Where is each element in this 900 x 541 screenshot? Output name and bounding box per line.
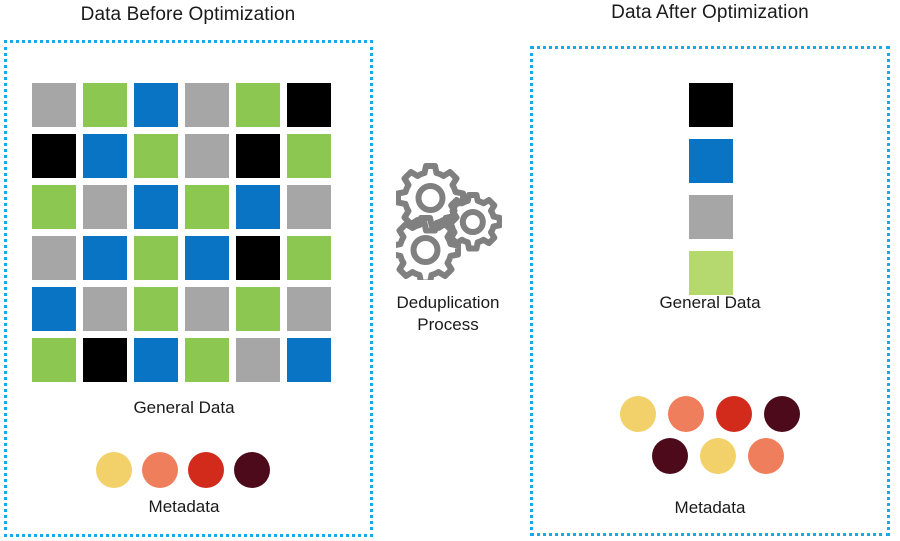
metadata-circle-yellow <box>96 452 132 488</box>
data-block-green <box>32 338 76 382</box>
before-data-grid <box>32 83 331 382</box>
deduplication-process-label: Deduplication Process <box>378 292 518 336</box>
data-block-blue <box>83 236 127 280</box>
data-block-gray <box>236 338 280 382</box>
metadata-circle-maroon <box>234 452 270 488</box>
data-block-blue <box>134 185 178 229</box>
data-block-black <box>236 236 280 280</box>
left-panel-container <box>4 40 373 537</box>
data-block-green <box>185 338 229 382</box>
data-block-gray <box>185 134 229 178</box>
data-block-green <box>83 83 127 127</box>
left-panel-title: Data Before Optimization <box>80 4 296 25</box>
before-general-data-label: General Data <box>133 398 235 417</box>
data-block-black <box>689 83 733 127</box>
metadata-circle-salmon <box>668 396 704 432</box>
data-block-blue <box>287 338 331 382</box>
data-block-green <box>185 185 229 229</box>
data-block-green <box>134 287 178 331</box>
metadata-circle-maroon <box>764 396 800 432</box>
after-metadata-circles <box>620 396 840 488</box>
after-data-stack <box>689 83 733 295</box>
after-general-data-label: General Data <box>659 293 761 312</box>
data-block-gray <box>83 287 127 331</box>
after-metadata-row-1 <box>620 396 800 432</box>
data-block-black <box>83 338 127 382</box>
gears-icon <box>390 160 503 286</box>
data-block-gray <box>185 83 229 127</box>
data-block-blue <box>236 185 280 229</box>
data-block-gray <box>83 185 127 229</box>
metadata-circle-maroon <box>652 438 688 474</box>
data-block-gray <box>689 195 733 239</box>
data-block-light_green <box>689 251 733 295</box>
data-block-green <box>236 287 280 331</box>
metadata-circle-yellow <box>620 396 656 432</box>
data-block-gray <box>287 287 331 331</box>
data-block-green <box>134 134 178 178</box>
before-metadata-circles <box>96 452 270 488</box>
data-block-blue <box>134 83 178 127</box>
data-block-gray <box>185 287 229 331</box>
data-block-blue <box>134 338 178 382</box>
right-panel-container <box>530 46 890 536</box>
metadata-circle-salmon <box>748 438 784 474</box>
data-block-green <box>134 236 178 280</box>
data-block-gray <box>287 185 331 229</box>
deduplication-label-line1: Deduplication <box>396 293 500 312</box>
right-panel-title: Data After Optimization <box>611 2 809 23</box>
data-block-black <box>287 83 331 127</box>
data-block-blue <box>83 134 127 178</box>
before-metadata-label: Metadata <box>148 497 220 516</box>
data-block-gray <box>32 236 76 280</box>
data-block-green <box>236 83 280 127</box>
data-block-green <box>287 236 331 280</box>
deduplication-label-line2: Process <box>417 315 479 334</box>
metadata-circle-yellow <box>700 438 736 474</box>
metadata-circle-red <box>716 396 752 432</box>
data-block-blue <box>185 236 229 280</box>
data-block-black <box>32 134 76 178</box>
data-block-green <box>32 185 76 229</box>
data-block-black <box>236 134 280 178</box>
data-block-blue <box>32 287 76 331</box>
after-metadata-row-2 <box>652 438 784 474</box>
data-block-blue <box>689 139 733 183</box>
data-block-green <box>287 134 331 178</box>
after-metadata-label: Metadata <box>674 498 746 517</box>
metadata-circle-red <box>188 452 224 488</box>
data-block-gray <box>32 83 76 127</box>
metadata-circle-salmon <box>142 452 178 488</box>
